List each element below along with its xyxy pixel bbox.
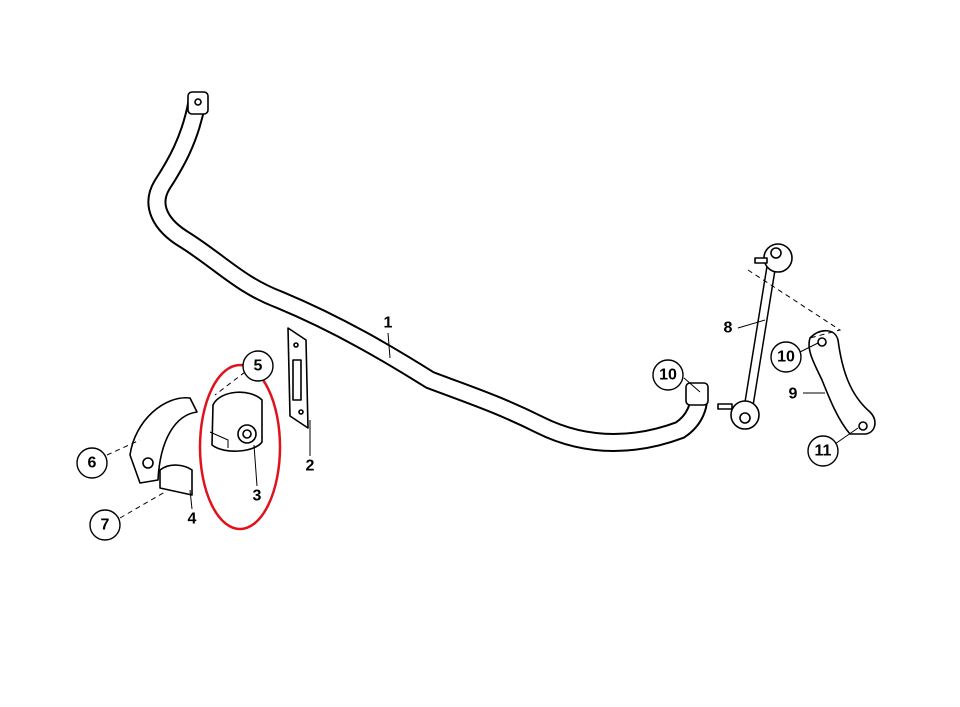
label-8[interactable]: 8 — [724, 320, 733, 337]
label-1[interactable]: 1 — [384, 315, 393, 332]
bushing-part-3[interactable] — [209, 391, 263, 452]
label-9[interactable]: 9 — [789, 386, 798, 403]
callout-circle-11 — [807, 435, 839, 467]
label-7[interactable]: 7 — [101, 517, 110, 534]
callout-circle-6 — [76, 447, 108, 479]
assembly-line — [747, 269, 842, 339]
leader-3 — [253, 444, 258, 487]
callout-circle-7 — [89, 509, 121, 541]
bracket-part-9[interactable] — [808, 329, 876, 435]
stabilizer-bar-part-1[interactable] — [147, 91, 709, 452]
leader-11 — [834, 427, 859, 445]
leader-8 — [737, 319, 766, 329]
link-part-8[interactable] — [717, 243, 793, 430]
label-10a[interactable]: 10 — [659, 367, 677, 384]
callout-circle-5 — [242, 350, 274, 382]
leader-10a — [683, 377, 701, 393]
callout-circle-10b — [770, 341, 802, 373]
label-11[interactable]: 11 — [815, 443, 832, 460]
leader-5 — [214, 371, 246, 396]
leader-1 — [387, 332, 391, 359]
leader-7 — [119, 491, 166, 519]
label-3[interactable]: 3 — [253, 488, 262, 505]
label-4[interactable]: 4 — [188, 511, 197, 528]
callout-circle-10a — [652, 359, 684, 391]
leader-10b — [799, 342, 819, 353]
highlight-ellipse — [198, 363, 282, 531]
label-2[interactable]: 2 — [306, 458, 315, 475]
label-5[interactable]: 5 — [254, 358, 263, 375]
label-10b[interactable]: 10 — [777, 349, 795, 366]
label-6[interactable]: 6 — [88, 455, 97, 472]
leader-6 — [106, 439, 141, 456]
plate-part-2[interactable] — [287, 327, 309, 429]
leader-4 — [189, 489, 193, 510]
bracket-part-6[interactable] — [129, 397, 198, 496]
